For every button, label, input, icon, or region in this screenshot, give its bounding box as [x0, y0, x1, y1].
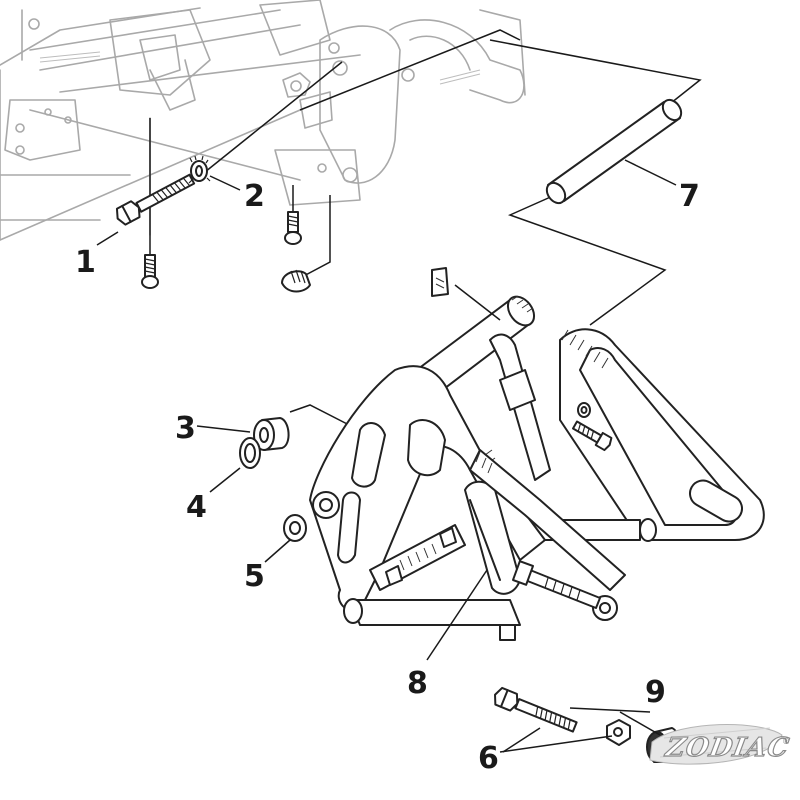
callout-4: 4: [186, 490, 207, 525]
ghost-frame-assembly: [0, 0, 526, 241]
part-1-hex-bolt: [115, 173, 196, 226]
callout-3: 3: [175, 411, 196, 446]
part-6-bolt: [494, 686, 578, 733]
callout-labels: 1 2 3 4 5 6 7 8 9: [75, 179, 700, 776]
part-3-bushing: [253, 417, 290, 451]
leader-lines: [96, 159, 677, 753]
callout-2: 2: [244, 179, 265, 214]
watermark-text: ZODIAC: [662, 732, 792, 763]
part-6-nut: [606, 719, 631, 746]
callout-7: 7: [679, 179, 700, 214]
frame-screw-middle: [284, 211, 302, 245]
watermark-registered: ®: [782, 737, 790, 746]
assembly-reference-lines: [149, 29, 702, 429]
part-8-swingarm-cradle: [309, 267, 765, 641]
zodiac-watermark-logo: ZODIAC ®: [649, 724, 793, 765]
part-7-sleeve-tube: [545, 98, 683, 205]
frame-plug: [281, 269, 311, 293]
part-2-lock-washer: [188, 155, 211, 184]
part-4-retaining-ring: [239, 437, 261, 469]
callout-8: 8: [407, 666, 428, 701]
callout-5: 5: [244, 559, 265, 594]
part-5-washer: [283, 514, 307, 542]
callout-1: 1: [75, 245, 96, 280]
frame-screw-left: [141, 254, 159, 289]
callout-9: 9: [645, 675, 666, 710]
callout-6: 6: [478, 741, 499, 776]
